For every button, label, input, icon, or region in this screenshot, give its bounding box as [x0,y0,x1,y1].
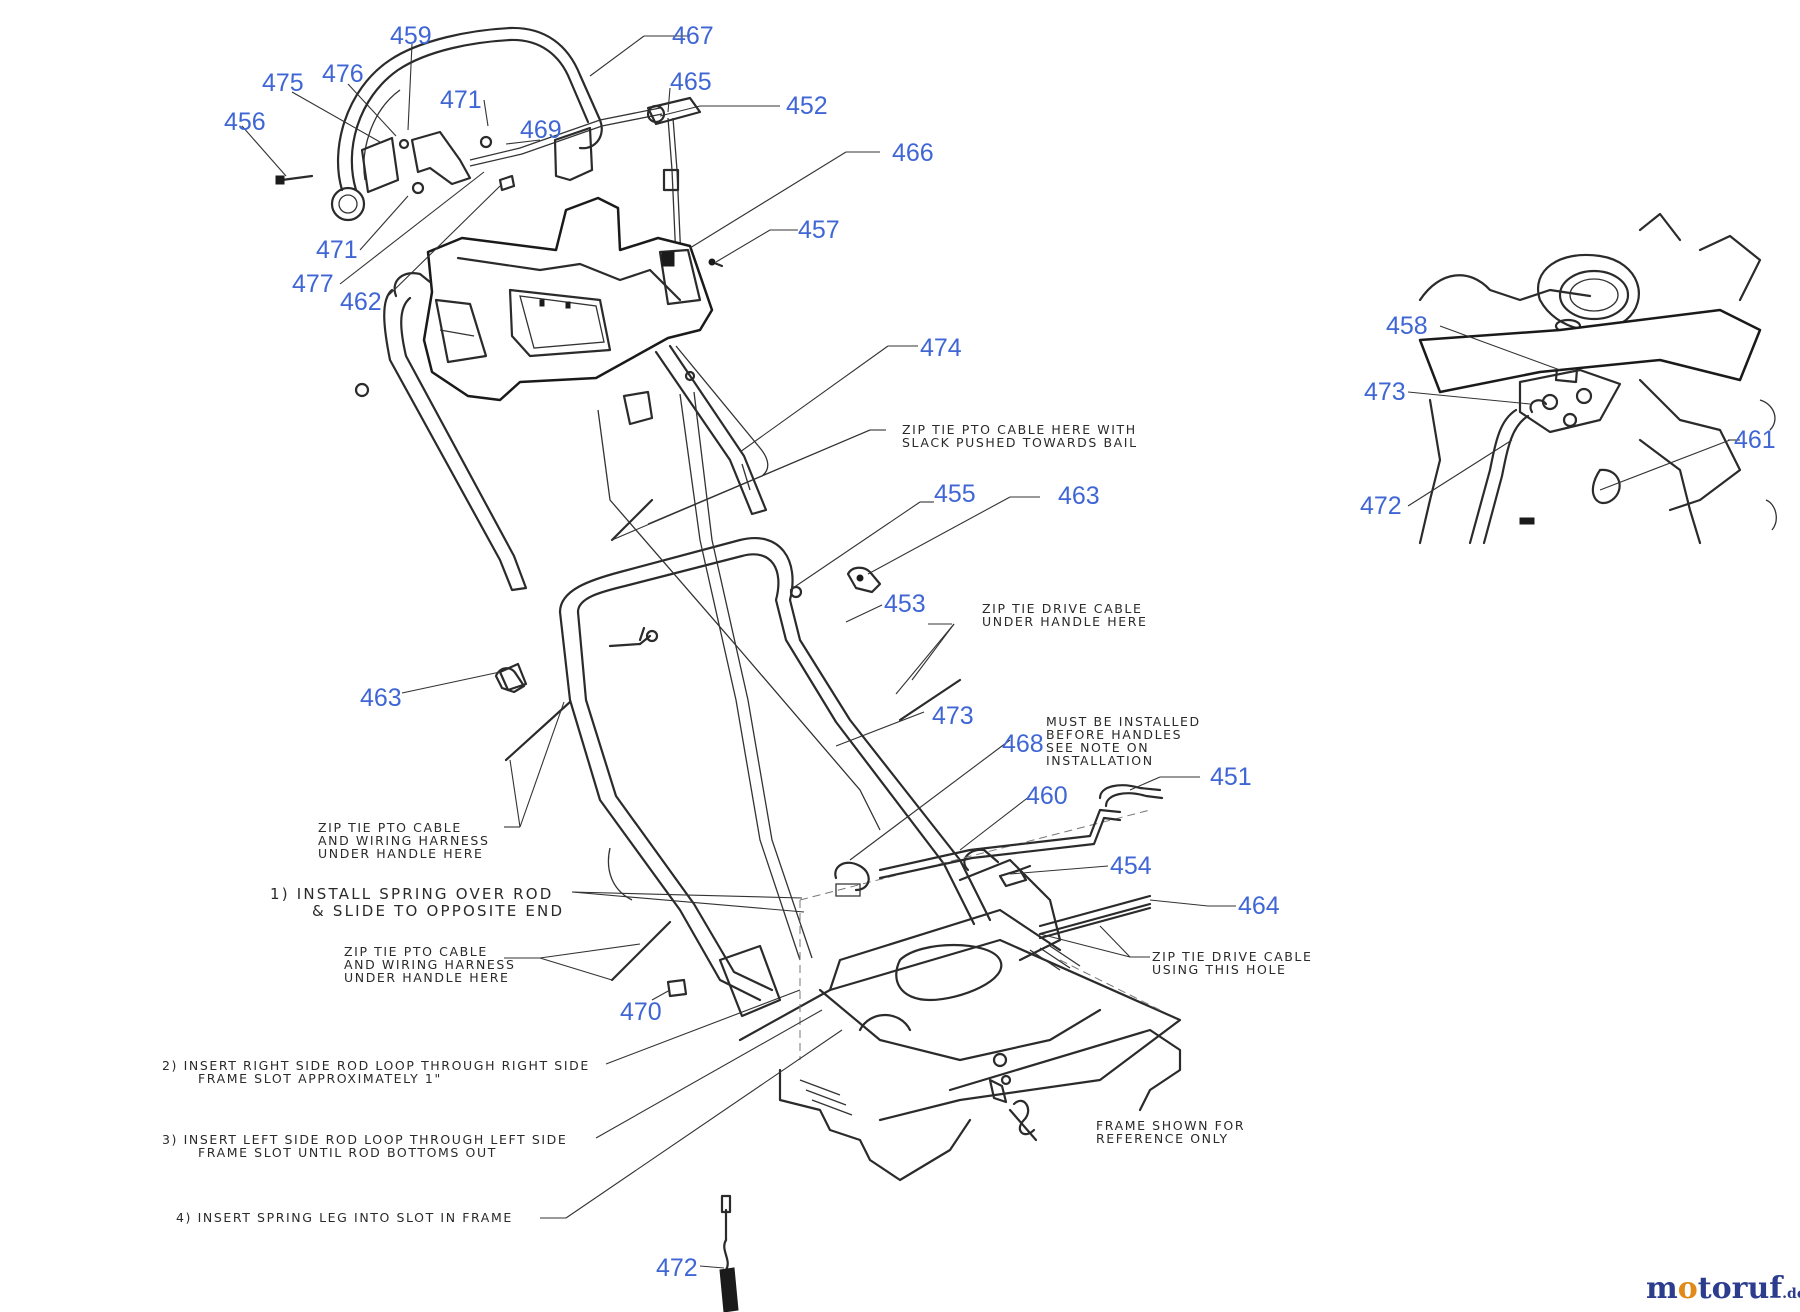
part-number: 455 [934,480,976,508]
linkage-rod-drawing [719,784,1164,1312]
part-number: 452 [786,92,828,120]
lower-handle-drawing [498,391,992,1018]
note-step-1: 1) INSTALL SPRING OVER ROD & SLIDE TO OP… [270,885,564,920]
control-panel-drawing [354,196,714,402]
part-number: 474 [920,334,962,362]
part-number: 473 [932,702,974,730]
part-number: 460 [1026,782,1068,810]
hardware-drawing [494,498,1152,998]
assembly-notes: ZIP TIE PTO CABLE HERE WITH SLACK PUSHED… [162,422,1318,1225]
part-number: 456 [224,108,266,136]
part-number: 473 [1364,378,1406,406]
part-number: 457 [798,216,840,244]
note-frame-reference: FRAME SHOWN FOR REFERENCE ONLY [1096,1118,1251,1146]
part-number: 451 [1210,763,1252,791]
part-number: 475 [262,69,304,97]
part-number: 463 [1058,482,1100,510]
watermark-logo: motoruf.de [1646,1271,1800,1306]
part-number: 465 [670,68,712,96]
part-number: 458 [1386,312,1428,340]
part-number: 453 [884,590,926,618]
upper-handle-tubes [383,288,769,592]
part-number: 476 [322,60,364,88]
part-number: 454 [1110,852,1152,880]
part-number: 471 [440,86,482,114]
part-number: 471 [316,236,358,264]
inset-detail [1356,210,1780,545]
part-number: 472 [656,1254,698,1282]
part-number: 463 [360,684,402,712]
part-number: 467 [672,22,714,50]
frame-drawing [738,809,1182,1182]
note-must-be-installed: MUST BE INSTALLED BEFORE HANDLES SEE NOT… [1046,714,1206,768]
note-step-4: 4) INSERT SPRING LEG INTO SLOT IN FRAME [176,1210,513,1225]
motoruf-watermark: motoruf.de [1646,1271,1800,1306]
part-number: 468 [1002,730,1044,758]
note-step-3: 3) INSERT LEFT SIDE ROD LOOP THROUGH LEF… [162,1132,573,1160]
note-zip-tie-pto-bail: ZIP TIE PTO CABLE HERE WITH SLACK PUSHED… [902,422,1142,450]
part-number: 461 [1734,426,1776,454]
part-number: 459 [390,22,432,50]
part-number: 466 [892,139,934,167]
part-number: 469 [520,116,562,144]
part-number: 464 [1238,892,1280,920]
part-number: 462 [340,288,382,316]
note-zip-tie-pto-harness-upper: ZIP TIE PTO CABLE AND WIRING HARNESS UND… [318,820,495,861]
part-number: 472 [1360,492,1402,520]
part-number: 477 [292,270,334,298]
note-step-2: 2) INSERT RIGHT SIDE ROD LOOP THROUGH RI… [162,1058,595,1086]
part-number-labels: 459 467 476 475 465 471 452 456 469 466 … [224,22,1776,1282]
leader-lines [241,35,1740,1269]
note-zip-tie-drive-under-handle: ZIP TIE DRIVE CABLE UNDER HANDLE HERE [982,601,1148,629]
note-zip-tie-pto-harness-lower: ZIP TIE PTO CABLE AND WIRING HARNESS UND… [344,944,521,985]
note-zip-tie-drive-hole: ZIP TIE DRIVE CABLE USING THIS HOLE [1152,949,1318,977]
part-number: 470 [620,998,662,1026]
